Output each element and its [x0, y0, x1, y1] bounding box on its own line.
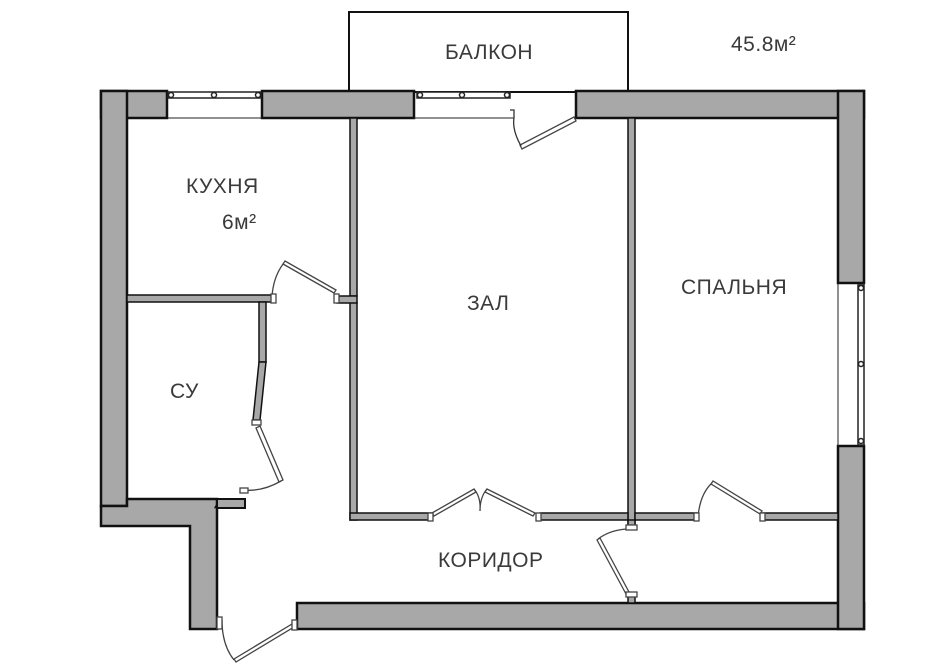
bedroom-label: СПАЛЬНЯ [681, 276, 788, 299]
balcony-label: БАЛКОН [445, 41, 534, 64]
wall-top-mid [260, 89, 416, 120]
partition-su-curved [252, 361, 267, 421]
door-storage [596, 537, 630, 595]
door-balcony [519, 116, 577, 150]
door-bedroom [696, 480, 763, 515]
wall-su-bottom-stub [216, 498, 246, 509]
partition-hall-bedroom [627, 117, 636, 524]
door-bathroom [255, 425, 284, 483]
door-kitchen [282, 260, 337, 294]
wall-top-right [574, 89, 866, 120]
wall-right-lower [836, 444, 866, 631]
corridor-label: КОРИДОР [438, 549, 544, 572]
partition-kitchen-su [126, 294, 273, 303]
wall-bottom [295, 601, 866, 631]
partition-su-right [258, 301, 267, 363]
total-area-value: 45.8м² [731, 33, 797, 56]
hall-label: ЗАЛ [467, 292, 510, 315]
partition-bedroom-bottom-right [762, 512, 839, 521]
partition-kitchen-stub [336, 295, 358, 304]
partition-hall-bottom-right [539, 512, 629, 521]
bathroom-label: СУ [170, 380, 199, 403]
partition-bedroom-bottom-left [634, 512, 698, 521]
total-area-label: 45.8м² [731, 33, 796, 57]
partition-kitchen-hall [349, 117, 358, 297]
wall-left [99, 89, 129, 508]
door-entrance [233, 623, 295, 663]
wall-bottom-left-notch [99, 497, 219, 631]
partition-hall-bottom-left [349, 512, 433, 521]
door-hall-left [431, 488, 477, 517]
kitchen-label: КУХНЯ [186, 175, 259, 198]
balcony-outline [348, 11, 629, 93]
wall-right-upper [836, 89, 866, 285]
kitchen-area-label: 6м² [222, 211, 257, 234]
door-hall-right [484, 488, 536, 517]
partition-hall-left-lower [349, 301, 358, 521]
